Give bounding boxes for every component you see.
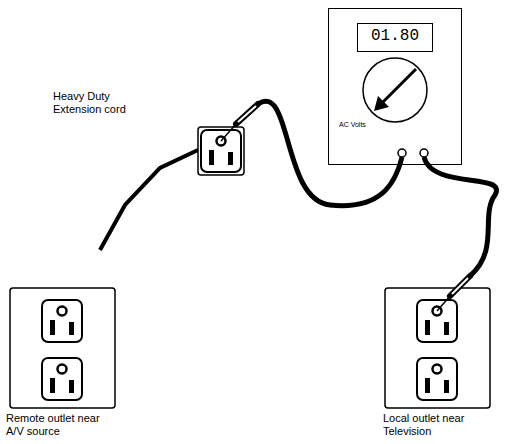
receptacle	[42, 300, 82, 342]
selector-dial	[363, 58, 427, 122]
probe-lead	[424, 157, 496, 276]
multimeter: AC Volts 01.80	[328, 8, 462, 165]
extension-cord	[100, 150, 198, 250]
input-jack	[398, 149, 406, 157]
input-jack	[420, 149, 428, 157]
receptacle	[417, 300, 457, 342]
receptacle	[42, 358, 82, 400]
dial-pointer-head	[374, 96, 389, 111]
local-outlet-plate	[385, 288, 490, 408]
extension-cord-end	[198, 127, 244, 175]
probe-handle	[450, 276, 470, 296]
callout-label: Heavy Duty Extension cord	[53, 90, 148, 116]
probe-lead	[258, 101, 402, 205]
dial-pointer	[382, 69, 416, 103]
remote-outlet-plate	[10, 288, 115, 408]
callout-label: Local outlet near Television	[383, 412, 493, 438]
meter-label: AC Volts	[339, 121, 369, 129]
receptacle	[417, 358, 457, 400]
meter-reading: 01.80	[358, 24, 432, 49]
probe-handle	[452, 278, 468, 294]
probe-handle	[238, 106, 256, 122]
receptacle	[201, 130, 241, 172]
meter-display: 01.80	[357, 23, 433, 52]
probe-handle	[236, 104, 258, 124]
callout-label: Remote outlet near A/V source	[6, 412, 118, 438]
